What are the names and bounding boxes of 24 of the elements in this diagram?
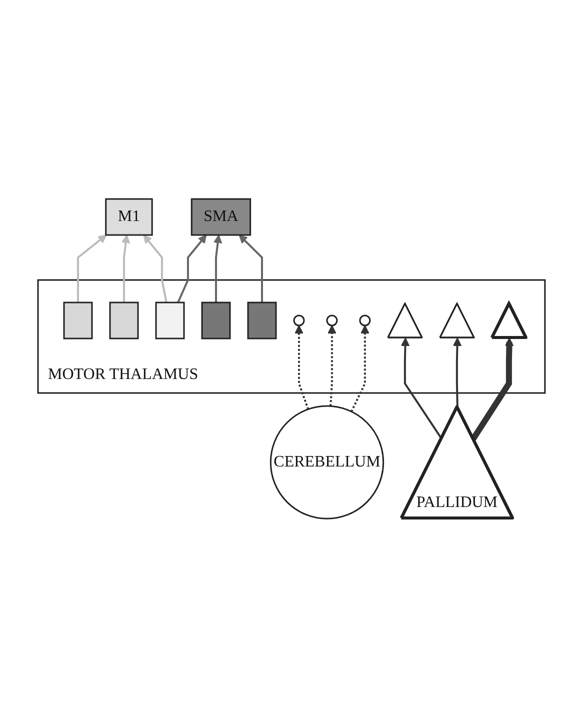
node-box	[201, 301, 231, 339]
arrow	[77, 234, 107, 302]
arrow	[213, 234, 222, 302]
node-box	[63, 301, 93, 339]
arrow	[143, 234, 168, 302]
node-box	[247, 301, 277, 339]
arrow	[470, 337, 514, 440]
arrow	[238, 234, 264, 302]
node-circle	[326, 314, 338, 326]
node-box: SMA	[190, 198, 252, 236]
node-circle	[293, 314, 305, 326]
node-circle: CEREBELLUM	[270, 404, 384, 520]
node-box	[155, 301, 185, 339]
node-circle	[359, 314, 371, 326]
node-box: M1	[105, 198, 153, 236]
arrow	[121, 234, 130, 302]
arrow	[400, 337, 442, 440]
arrow	[452, 337, 462, 407]
arrow	[294, 324, 310, 410]
cluster: MOTOR THALAMUS	[37, 278, 546, 394]
arrow	[177, 234, 207, 303]
arrow	[350, 324, 370, 412]
node-box	[109, 301, 139, 339]
arrow	[328, 324, 336, 406]
